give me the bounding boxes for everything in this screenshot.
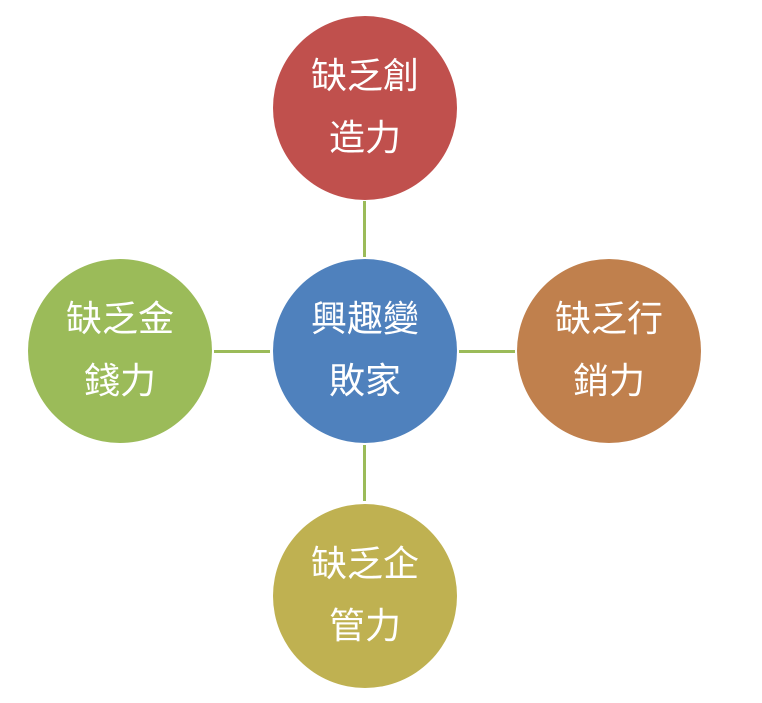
bottom-node: 缺乏企 管力 bbox=[273, 504, 457, 688]
center-node: 興趣變 敗家 bbox=[273, 259, 457, 443]
connector-right bbox=[459, 350, 515, 353]
top-line2: 造力 bbox=[328, 118, 401, 159]
center-line1: 興趣變 bbox=[310, 299, 419, 340]
center-line2: 敗家 bbox=[328, 361, 401, 402]
top-line1: 缺乏創 bbox=[310, 56, 419, 97]
left-line2: 錢力 bbox=[83, 361, 156, 402]
left-line1: 缺乏金 bbox=[65, 299, 174, 340]
bottom-line2: 管力 bbox=[328, 606, 401, 647]
right-line1: 缺乏行 bbox=[554, 299, 663, 340]
top-node: 缺乏創 造力 bbox=[273, 16, 457, 200]
right-node: 缺乏行 銷力 bbox=[517, 259, 701, 443]
bottom-line1: 缺乏企 bbox=[310, 544, 419, 585]
right-line2: 銷力 bbox=[572, 361, 645, 402]
connector-left bbox=[214, 350, 270, 353]
left-node: 缺乏金 錢力 bbox=[28, 259, 212, 443]
connector-bottom bbox=[363, 445, 366, 501]
connector-top bbox=[363, 201, 366, 257]
